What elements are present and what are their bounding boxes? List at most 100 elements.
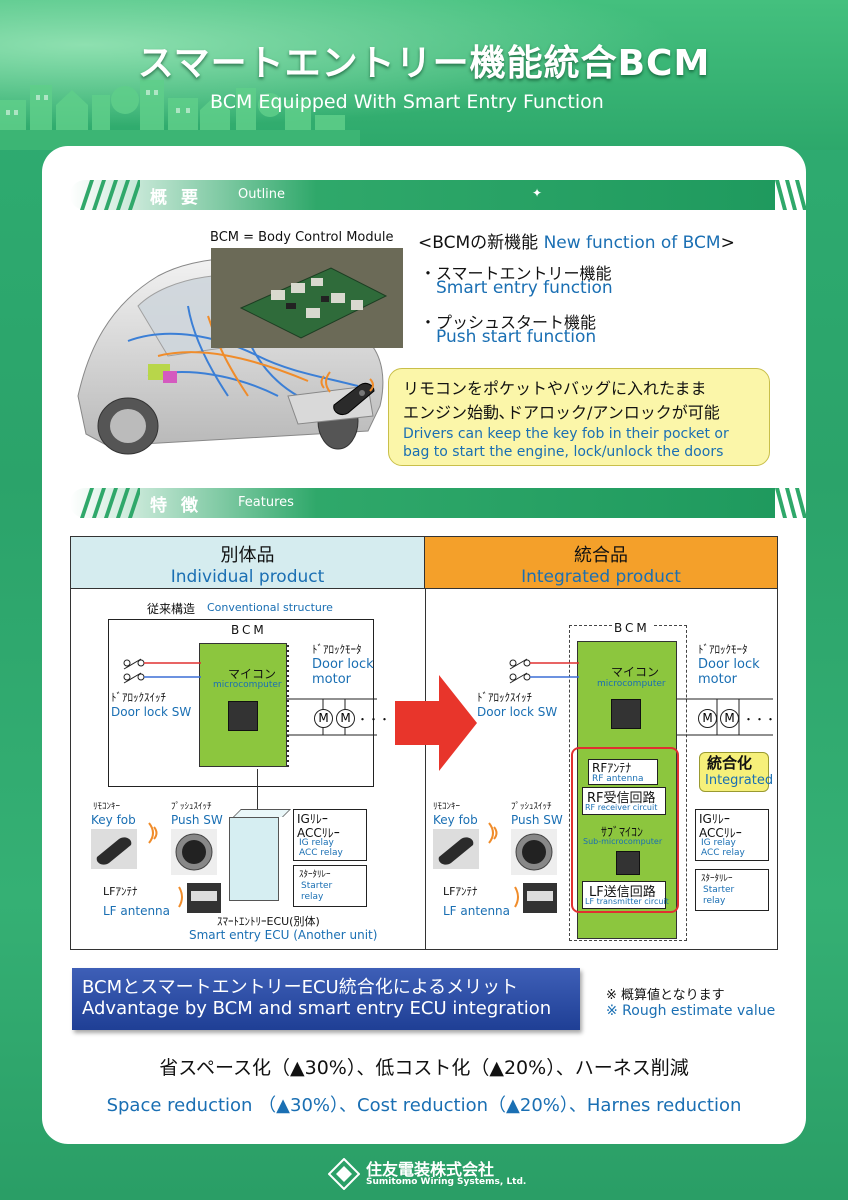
new-function-prefix: <BCMの新機能 — [418, 233, 544, 253]
lf-antenna-icon-right — [514, 883, 557, 913]
callout-en-line1: Drivers can keep the key fob in their po… — [403, 426, 729, 442]
outline-section-bar: 概要 Outline — [70, 180, 807, 210]
estimate-note-jp: ※ 概算値となります — [606, 988, 725, 1003]
stripe-decoration — [80, 488, 140, 518]
individual-title-en: Individual product — [170, 567, 325, 587]
key-fob-icon-right — [433, 829, 479, 869]
motor-icon: M — [720, 709, 739, 728]
bcm-board-photo — [211, 248, 403, 348]
ig-relay-en-left: IG relay — [299, 838, 334, 848]
individual-header: 別体品 Individual product — [71, 537, 425, 589]
result-summary-en: Space reduction （▲30%）、Cost reduction（▲2… — [106, 1095, 742, 1116]
company-name-en: Sumitomo Wiring Systems, Ltd. — [366, 1177, 527, 1187]
column-divider — [425, 589, 426, 949]
key-fob-icon-left — [91, 829, 137, 869]
bcm-caption: BCM = Body Control Module — [210, 230, 394, 245]
individual-title-jp: 別体品 — [220, 545, 275, 566]
comparison-table: 別体品 Individual product 統合品 Integrated pr… — [70, 536, 778, 950]
bullet-smart-entry-en: Smart entry function — [436, 278, 613, 298]
board-edge-left — [287, 645, 289, 769]
starter-relay-en1-right: Starter — [703, 885, 735, 895]
estimate-note-en: ※ Rough estimate value — [606, 1003, 776, 1019]
sub-micon-en: Sub-microcomputer — [583, 837, 663, 846]
lf-antenna-label-left-en: LF antenna — [103, 904, 171, 918]
stripe-decoration-right — [775, 488, 807, 518]
sparkle-icon: ✦ — [532, 186, 543, 200]
page-title: スマートエントリー機能統合BCM — [137, 43, 711, 84]
door-sw-label-right-jp: ﾄﾞｱﾛｯｸｽｲｯﾁ — [477, 691, 532, 704]
micon-label-right-jp: マイコン — [611, 665, 660, 679]
bcm-label-left: BCM — [231, 623, 267, 637]
acc-relay-en-right: ACC relay — [701, 848, 745, 858]
push-sw-label-right-en: Push SW — [511, 813, 563, 827]
sub-micon-jp: ｻﾌﾞﾏｲｺﾝ — [601, 825, 644, 839]
door-switch-icon-left — [123, 658, 201, 684]
starter-relay-en2-right: relay — [703, 896, 726, 906]
page-subtitle: BCM Equipped With Smart Entry Function — [210, 91, 604, 113]
door-motor-label-right-en2: motor — [698, 672, 738, 687]
signal-waves-icon — [148, 822, 158, 844]
door-sw-label-left-en: Door lock SW — [111, 705, 192, 719]
ecu-label-en: Smart entry ECU (Another unit) — [189, 928, 378, 942]
integrated-title-en: Integrated product — [521, 567, 681, 587]
features-title-en: Features — [238, 495, 294, 510]
advantage-title-jp: BCMとスマートエントリーECU統合化によるメリット — [82, 977, 519, 998]
rf-receiver-en: RF receiver circuit — [585, 803, 658, 812]
lf-transmitter-box — [582, 881, 666, 909]
push-sw-label-left-en: Push SW — [171, 813, 223, 827]
push-switch-icon-left — [171, 829, 217, 875]
features-title-jp: 特徴 — [150, 496, 212, 516]
starter-relay-box-right — [695, 869, 769, 911]
conventional-label-jp: 従来構造 — [147, 602, 196, 616]
keyfob-label-left-en: Key fob — [91, 813, 136, 827]
company-name-jp: 住友電装株式会社 — [366, 1160, 495, 1179]
ecu-box-top — [233, 809, 291, 817]
stripe-decoration — [80, 180, 140, 210]
integrated-badge-en: Integrated — [705, 773, 774, 788]
signal-waves-icon — [488, 822, 498, 844]
city-skyline-illustration — [0, 80, 360, 150]
bcm-label-right: BCM — [612, 621, 652, 635]
wire-bcm-to-ecu — [257, 769, 258, 817]
advantage-banner: BCMとスマートエントリーECU統合化によるメリット Advantage by … — [72, 968, 580, 1030]
integrated-header: 統合品 Integrated product — [425, 537, 777, 589]
push-switch-icon-right — [511, 829, 557, 875]
ig-relay-en-right: IG relay — [701, 838, 736, 848]
sub-microcomputer-chip — [616, 851, 640, 875]
door-motor-label-right-jp: ﾄﾞｱﾛｯｸﾓｰﾀ — [698, 643, 748, 656]
ecu-label-jp: ｽﾏｰﾄｴﾝﾄﾘｰECU(別体) — [217, 915, 320, 928]
new-function-heading: <BCMの新機能 New function of BCM> — [418, 228, 735, 253]
rf-antenna-box — [588, 759, 658, 785]
microcomputer-chip-right — [611, 699, 641, 729]
new-function-en: New function of BCM — [543, 233, 721, 253]
more-motors-dots-left: ・・・ — [357, 713, 390, 726]
sumitomo-logo-icon — [328, 1158, 360, 1190]
lf-antenna-icon-left — [178, 883, 221, 913]
bullet-push-start-en: Push start function — [436, 327, 597, 347]
new-function-suffix: > — [720, 233, 735, 253]
acc-relay-jp-right: ACCﾘﾚｰ — [699, 826, 742, 840]
door-motor-label-left-jp: ﾄﾞｱﾛｯｸﾓｰﾀ — [312, 643, 362, 656]
callout-en-line2: bag to start the engine, lock/unlock the… — [403, 444, 724, 460]
starter-relay-jp-left: ｽﾀｰﾀﾘﾚｰ — [299, 870, 331, 880]
integrated-badge — [699, 752, 769, 792]
acc-relay-en-left: ACC relay — [299, 848, 343, 858]
bullet-smart-entry-jp: ・スマートエントリー機能 — [420, 264, 612, 283]
rf-receiver-box — [582, 787, 666, 815]
micon-label-left-en: microcomputer — [213, 680, 282, 690]
signal-waves-icon — [320, 371, 331, 393]
door-motor-label-right-en1: Door lock — [698, 657, 760, 672]
outline-title-jp: 概要 — [150, 188, 212, 208]
bullet-push-start-jp: ・プッシュスタート機能 — [420, 313, 597, 332]
microcomputer-chip-left — [228, 701, 258, 731]
integrated-badge-jp: 統合化 — [707, 754, 753, 772]
door-switch-icon-right — [509, 658, 579, 684]
lf-antenna-label-left-jp: LFｱﾝﾃﾅ — [103, 885, 138, 898]
motor-icon: M — [698, 709, 717, 728]
door-sw-label-left-jp: ﾄﾞｱﾛｯｸｽｲｯﾁ — [111, 691, 166, 704]
advantage-title-en: Advantage by BCM and smart entry ECU int… — [82, 998, 552, 1019]
ig-acc-relay-box-left — [293, 809, 367, 861]
result-summary-jp: 省スペース化（▲30%）、低コスト化（▲20%）、ハーネス削減 — [159, 1057, 689, 1079]
ig-relay-jp-left: IGﾘﾚｰ — [297, 812, 328, 826]
